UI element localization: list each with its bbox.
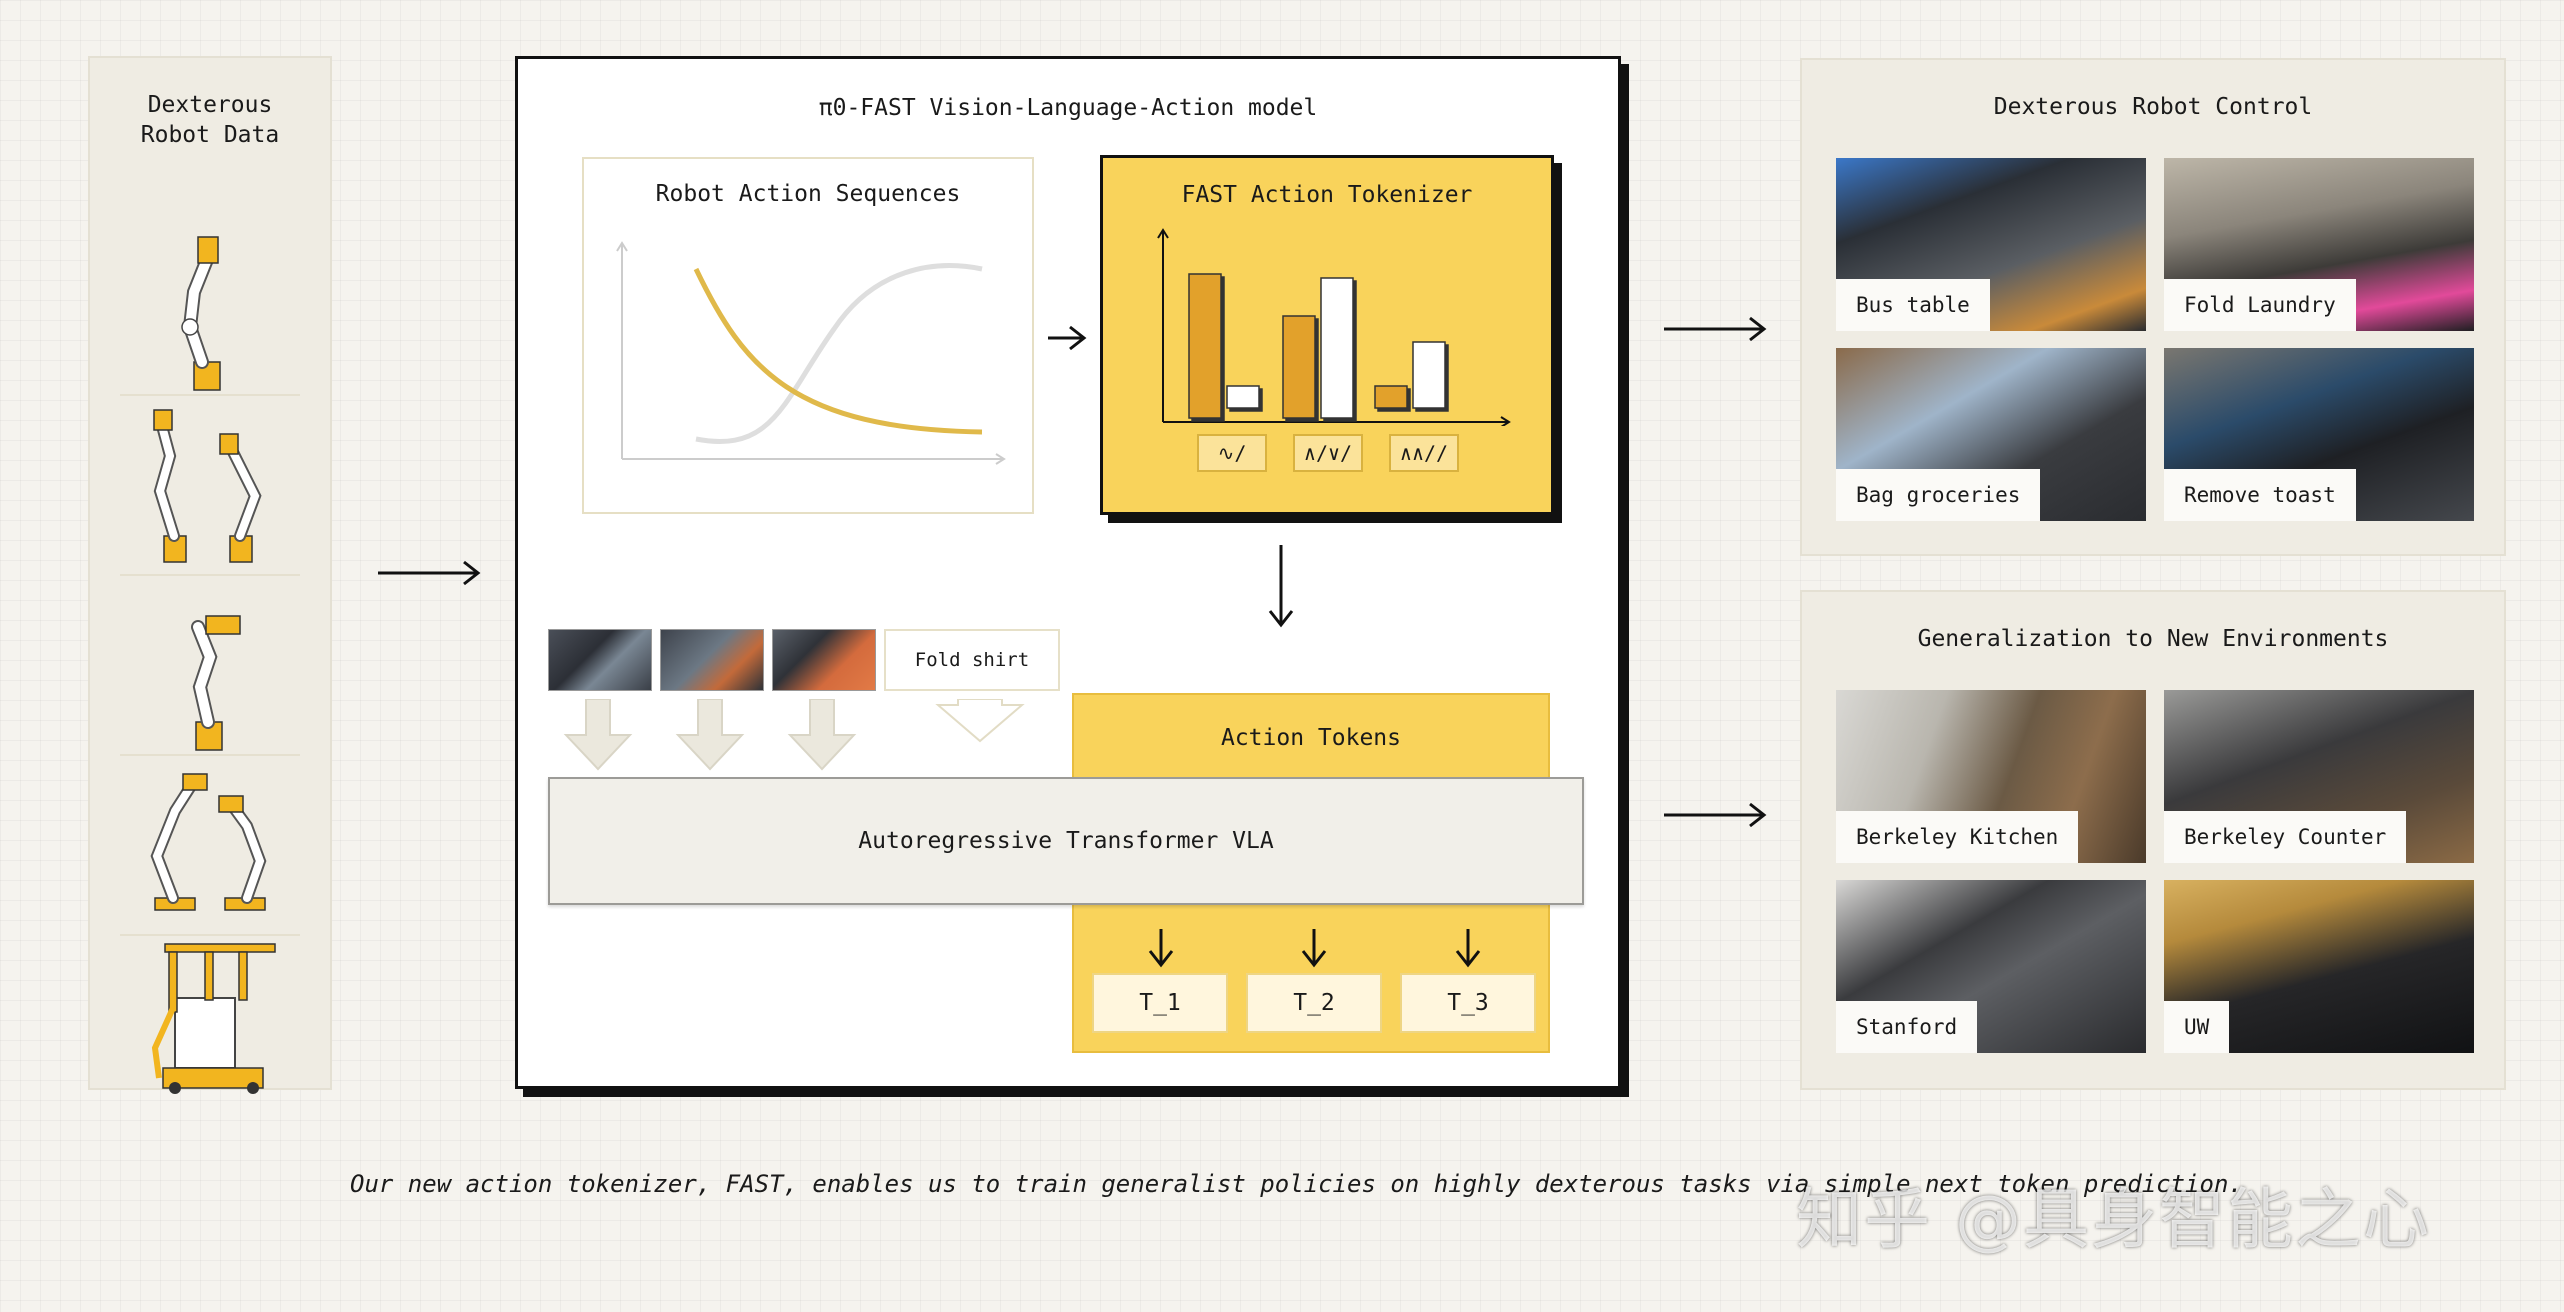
- env-tile-stanford: Stanford: [1836, 880, 2146, 1053]
- arrow-down-icon: [1268, 545, 1294, 628]
- model-title: π0-FAST Vision-Language-Action model: [818, 95, 1318, 121]
- arrow-right-icon: [1664, 802, 1767, 828]
- token-bar-plot: [1157, 228, 1511, 426]
- task-tile-bus-table: Bus table: [1836, 158, 2146, 331]
- env-label: Berkeley Kitchen: [1836, 811, 2079, 863]
- task-label: Fold Laundry: [2164, 279, 2356, 331]
- wave-chip-1: ∿∕: [1197, 434, 1267, 472]
- token-t1: T_1: [1092, 973, 1228, 1033]
- robot-control-title: Dexterous Robot Control: [1993, 94, 2313, 120]
- robot-single-arm-gripper: [120, 576, 300, 756]
- task-label: Remove toast: [2164, 469, 2356, 521]
- observation-frame-1: [548, 629, 652, 691]
- wave-chip-2: ∧∕∨∕: [1293, 434, 1363, 472]
- fast-tokenizer-panel: FAST Action Tokenizer ∿∕ ∧∕∨∕ ∧∧∕∕: [1100, 155, 1554, 515]
- env-tile-uw: UW: [2164, 880, 2474, 1053]
- figure-caption: Our new action tokenizer, FAST, enables …: [350, 1170, 2243, 1198]
- fast-tokenizer-title: FAST Action Tokenizer: [1181, 182, 1473, 208]
- model-box: π0-FAST Vision-Language-Action model Rob…: [515, 56, 1621, 1089]
- generalization-panel: Generalization to New Environments Berke…: [1800, 590, 2506, 1090]
- single-arm-robot-icon: [181, 236, 221, 391]
- bimanual-arm-robot-2-icon: [150, 773, 267, 911]
- env-label: UW: [2164, 1001, 2230, 1053]
- token-t3: T_3: [1400, 973, 1536, 1033]
- arrow-right-icon: [1048, 325, 1087, 351]
- observation-frame-2: [660, 629, 764, 691]
- single-arm-gripper-robot-icon: [191, 615, 241, 751]
- env-label: Stanford: [1836, 1001, 1978, 1053]
- task-tile-bag-groceries: Bag groceries: [1836, 348, 2146, 521]
- input-arrows: [563, 699, 1025, 771]
- mobile-bimanual-robot-icon: [151, 943, 276, 1094]
- arrow-right-icon: [1664, 316, 1767, 342]
- bimanual-arm-robot-icon: [153, 409, 262, 563]
- task-label: Bus table: [1836, 279, 1990, 331]
- arrow-right-icon: [378, 560, 481, 586]
- arrow-down-icon: [1148, 929, 1174, 968]
- robot-bimanual: [120, 396, 300, 576]
- action-tokens-title: Action Tokens: [1220, 725, 1401, 751]
- robot-bimanual-2: [120, 756, 300, 936]
- wave-chip-3: ∧∧∕∕: [1389, 434, 1459, 472]
- action-sequences-panel: Robot Action Sequences: [582, 157, 1034, 514]
- env-tile-berkeley-kitchen: Berkeley Kitchen: [1836, 690, 2146, 863]
- robot-single-arm: [120, 178, 300, 396]
- arrow-down-icon: [1301, 929, 1327, 968]
- action-sequences-title: Robot Action Sequences: [655, 181, 961, 207]
- robot-data-panel: Dexterous Robot Data: [88, 56, 332, 1094]
- watermark: 知乎 @具身智能之心: [1796, 1181, 2431, 1258]
- arrow-down-icon: [1455, 929, 1481, 968]
- env-label: Berkeley Counter: [2164, 811, 2407, 863]
- instruction-prompt: Fold shirt: [884, 629, 1060, 691]
- task-tile-fold-laundry: Fold Laundry: [2164, 158, 2474, 331]
- token-t2: T_2: [1246, 973, 1382, 1033]
- task-label: Bag groceries: [1836, 469, 2041, 521]
- robot-mobile-bimanual: [120, 936, 300, 1114]
- env-tile-berkeley-counter: Berkeley Counter: [2164, 690, 2474, 863]
- generalization-title: Generalization to New Environments: [1917, 626, 2389, 652]
- robot-data-title: Dexterous Robot Data: [140, 92, 280, 148]
- task-tile-remove-toast: Remove toast: [2164, 348, 2474, 521]
- action-sequence-plot: [616, 241, 1006, 465]
- observation-frame-3: [772, 629, 876, 691]
- robot-control-panel: Dexterous Robot Control Bus table Fold L…: [1800, 58, 2506, 556]
- transformer-block: Autoregressive Transformer VLA: [548, 777, 1584, 905]
